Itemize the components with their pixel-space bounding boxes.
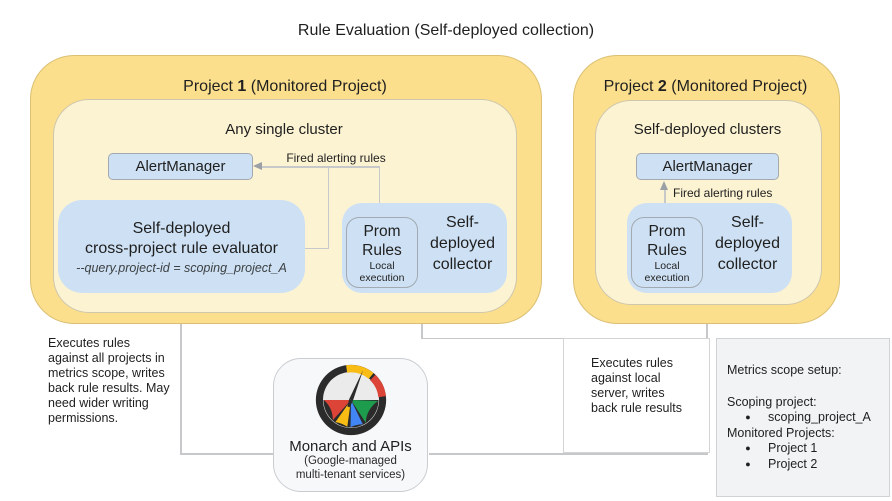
local-rules-note-box: Executes rules against local server, wri… [563, 338, 710, 453]
arrowhead-into-alertmanager-icon [253, 162, 262, 170]
monarch-node: Monarch and APIs (Google-managed multi-t… [273, 358, 428, 492]
project2-cluster-label: Self-deployed clusters [633, 121, 782, 138]
project2-header: Project 2 (Monitored Project) [573, 78, 838, 96]
list-item: ● Project 1 [727, 441, 889, 457]
monarch-subtitle: (Google-managed multi-tenant services) [295, 455, 406, 481]
evaluator-query-flag: --query.project-id = scoping_project_A [76, 260, 287, 275]
diagram-title: Rule Evaluation (Self-deployed collectio… [297, 22, 595, 39]
p2-prom-sub2: execution [644, 271, 690, 284]
project2-header-number: 2 [657, 78, 667, 95]
project1-fired-alerting-label: Fired alerting rules [286, 151, 386, 165]
project1-alertmanager-label: AlertManager [135, 158, 226, 175]
evaluator-note: Executes rules against all projects in m… [48, 336, 170, 425]
connector-monarch-to-p2-h [429, 453, 708, 455]
monarch-title: Monarch and APIs [289, 438, 412, 455]
p1-fired-line-h [261, 166, 380, 168]
project1-header-prefix: Project [183, 78, 238, 95]
p1-prom-sub1: Local [369, 259, 395, 272]
evaluator-line1: Self-deployed [132, 219, 231, 237]
scoping-project-list: ● scoping_project_A [727, 410, 889, 426]
project1-collector-label: Self- deployed collector [430, 214, 495, 273]
project1-prom-rules-node: Prom Rules Local execution [346, 217, 418, 288]
monitored-projects-list: ● Project 1 ● Project 2 [727, 441, 889, 472]
project1-cluster-label: Any single cluster [225, 121, 343, 138]
project1-alertmanager-node: AlertManager [108, 153, 253, 180]
project2-fired-alerting-label: Fired alerting rules [673, 186, 773, 200]
scoping-item-label: scoping_project_A [768, 410, 871, 424]
list-item: ● scoping_project_A [727, 410, 889, 426]
evaluator-line2: cross-project rule evaluator [85, 239, 278, 257]
project2-alertmanager-label: AlertManager [662, 158, 753, 175]
connector-evaluator-to-monarch-h [180, 453, 274, 455]
project1-header-suffix: (Monitored Project) [246, 78, 387, 95]
bullet-icon: ● [745, 412, 751, 422]
project2-alertmanager-node: AlertManager [636, 153, 779, 180]
connector-evaluator-to-monarch-v [180, 293, 182, 454]
p2-prom-sub1: Local [654, 259, 680, 272]
monitored-item-label: Project 2 [768, 456, 818, 471]
scoping-project-label: Scoping project: [727, 394, 817, 409]
monitored-item-label: Project 1 [768, 441, 818, 455]
connector-p1-collector-h1 [421, 337, 565, 339]
metrics-panel-title: Metrics scope setup: [727, 363, 842, 377]
project2-prom-rules-node: Prom Rules Local execution [631, 217, 703, 288]
p1-prom-line2: Rules [362, 241, 402, 259]
list-item: ● Project 2 [727, 457, 889, 473]
p2-prom-line2: Rules [647, 241, 687, 259]
p1-fired-line-prom-v [378, 166, 380, 214]
monitored-projects-label: Monitored Projects: [727, 425, 835, 440]
local-rules-note-text: Executes rules against local server, wri… [591, 356, 683, 415]
p1-fired-line-evaluator-v [327, 166, 329, 249]
p2-prom-line1: Prom [648, 222, 686, 240]
arrowhead-up-into-alertmanager-icon [660, 181, 668, 190]
p1-prom-line1: Prom [363, 222, 401, 240]
bullet-icon: ● [745, 443, 751, 453]
gauge-icon [315, 364, 386, 436]
project2-header-prefix: Project [603, 78, 658, 95]
bullet-icon: ● [745, 458, 751, 469]
p1-prom-sub2: execution [359, 271, 405, 284]
project1-header: Project 1 (Monitored Project) [30, 78, 540, 96]
project2-collector-label: Self- deployed collector [715, 214, 780, 273]
p1-fired-line-evaluator-h [305, 247, 329, 249]
project2-header-suffix: (Monitored Project) [666, 78, 808, 95]
rule-evaluator-node: Self-deployed cross-project rule evaluat… [58, 200, 305, 293]
project1-header-number: 1 [237, 78, 247, 95]
metrics-scope-panel: Metrics scope setup: Scoping project: ● s… [716, 338, 890, 497]
metrics-scope-content: Metrics scope setup: Scoping project: ● s… [727, 363, 889, 472]
